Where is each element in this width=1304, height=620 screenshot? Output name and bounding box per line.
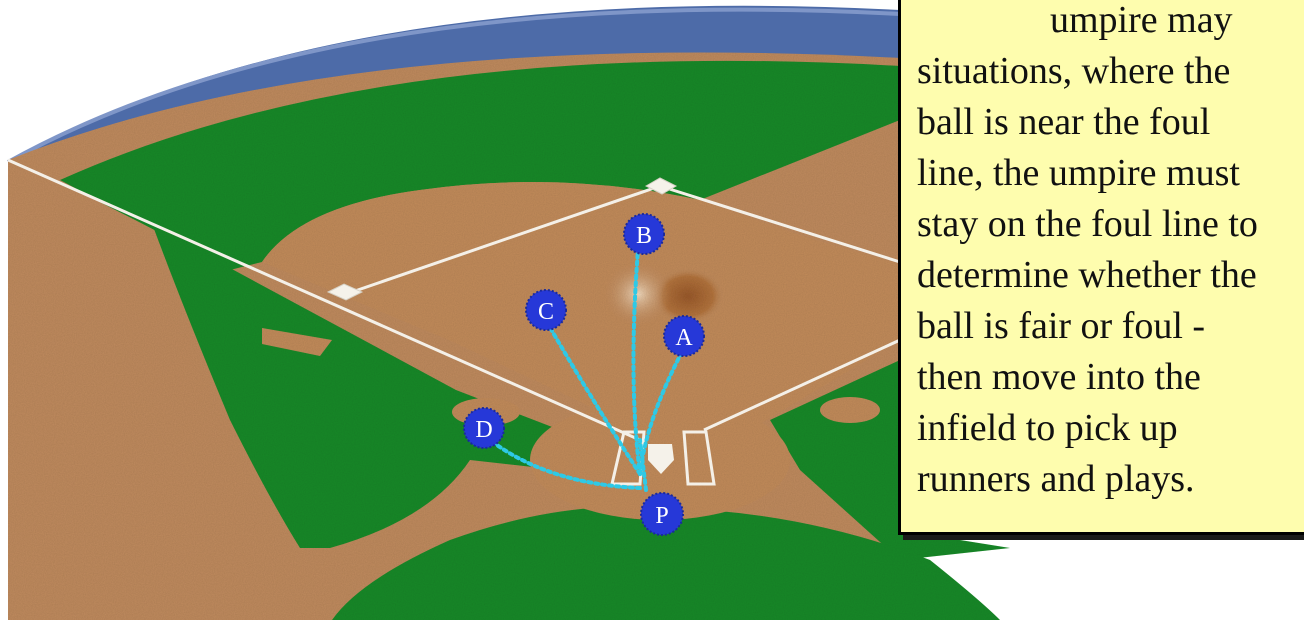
path-p-to-c — [546, 322, 642, 476]
outfield-grass — [60, 60, 900, 271]
marker-p-home-umpire[interactable]: P — [640, 492, 684, 536]
second-base — [644, 177, 678, 195]
ondeck-circle-right — [820, 397, 880, 423]
dust-cloud — [604, 262, 672, 326]
second-to-first-line — [659, 184, 901, 264]
marker-b[interactable]: B — [623, 213, 665, 255]
wall-cap — [7, 7, 901, 164]
marker-d-label: D — [475, 417, 492, 443]
explanation-callout: umpire may situations, where the ball is… — [898, 0, 1304, 535]
path-p-vertical — [638, 438, 648, 492]
right-batters-box — [682, 430, 716, 486]
marker-a[interactable]: A — [663, 315, 705, 357]
path-p-to-d — [488, 438, 642, 490]
callout-text: umpire may situations, where the ball is… — [917, 0, 1258, 500]
third-to-second-line — [351, 184, 661, 294]
marker-d[interactable]: D — [463, 407, 505, 449]
marker-p-label: P — [655, 503, 668, 529]
front-grass — [332, 506, 1000, 620]
outfield-wall — [8, 5, 900, 162]
left-dugout-dirt — [262, 328, 332, 356]
left-foul-grass — [60, 182, 560, 548]
left-foul-line — [7, 158, 641, 442]
path-p-to-b — [631, 248, 642, 476]
marker-b-label: B — [636, 223, 652, 249]
right-foul-line — [703, 338, 901, 432]
home-plate — [648, 444, 674, 474]
marker-a-label: A — [675, 325, 693, 351]
third-base — [326, 283, 364, 301]
pitchers-mound — [652, 268, 724, 324]
marker-c[interactable]: C — [525, 289, 567, 331]
marker-c-label: C — [538, 299, 554, 325]
